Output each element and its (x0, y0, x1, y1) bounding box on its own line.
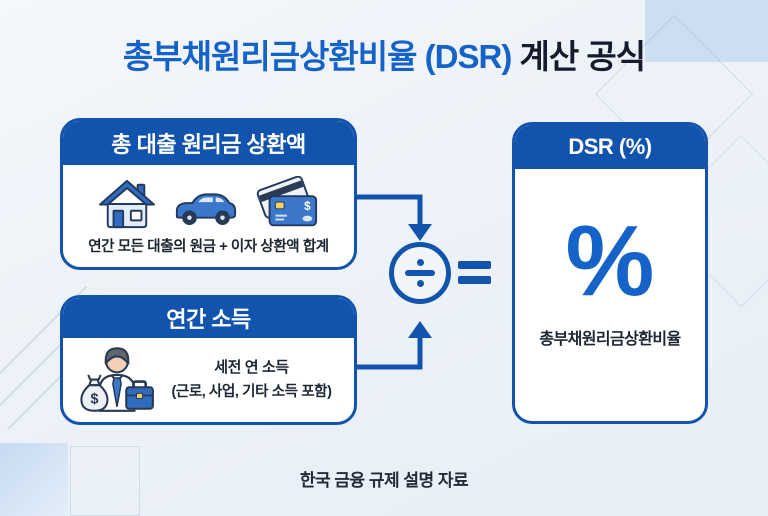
car-icon (175, 193, 236, 225)
page-title: 총부채원리금상환비율 (DSR) 계산 공식 (0, 36, 768, 77)
percent-symbol: % (565, 205, 655, 317)
income-person-icon: $ (80, 347, 154, 412)
divide-dot (416, 259, 424, 266)
denominator-line2: (근로, 사업, 기타 소득 포함) (171, 383, 332, 400)
numerator-caption: 연간 모든 대출의 원금 + 이자 상환액 합계 (88, 239, 329, 255)
house-icon (98, 179, 155, 229)
credit-cards-icon: $ (256, 176, 317, 227)
equals-bar (458, 261, 491, 269)
equals-bar (458, 276, 491, 284)
divide-icon (389, 242, 451, 304)
result-box: DSR (%) % 총부채원리금상환비율 (512, 122, 708, 424)
loan-icons-row: $ (63, 170, 354, 230)
denominator-caption: 세전 연 소득 (근로, 사업, 기타 소득 포함) (157, 356, 346, 401)
numerator-header: 총 대출 원리금 상환액 (63, 121, 354, 165)
equals-icon (458, 261, 491, 284)
arrow-down-icon (408, 224, 432, 241)
divide-dot (416, 280, 424, 287)
result-caption: 총부채원리금상환비율 (539, 331, 681, 348)
footer-note: 한국 금융 규제 설명 자료 (299, 471, 469, 490)
denominator-header: 연간 소득 (63, 298, 354, 338)
svg-text:$: $ (304, 200, 311, 213)
title-highlight: 총부채원리금상환비율 (DSR) (122, 38, 512, 75)
divide-bar (405, 270, 435, 276)
denominator-line1: 세전 연 소득 (214, 358, 289, 376)
denominator-box: 연간 소득 $ 세전 연 소득 (근로, 사업, 기타 소득 포함) (60, 295, 357, 425)
numerator-box: 총 대출 원리금 상환액 (60, 118, 357, 270)
arrow-up-icon (408, 321, 432, 338)
title-suffix: 계산 공식 (511, 38, 646, 75)
result-header: DSR (%) (515, 125, 705, 169)
svg-text:$: $ (90, 392, 98, 408)
denominator-body: $ 세전 연 소득 (근로, 사업, 기타 소득 포함) (63, 338, 354, 418)
